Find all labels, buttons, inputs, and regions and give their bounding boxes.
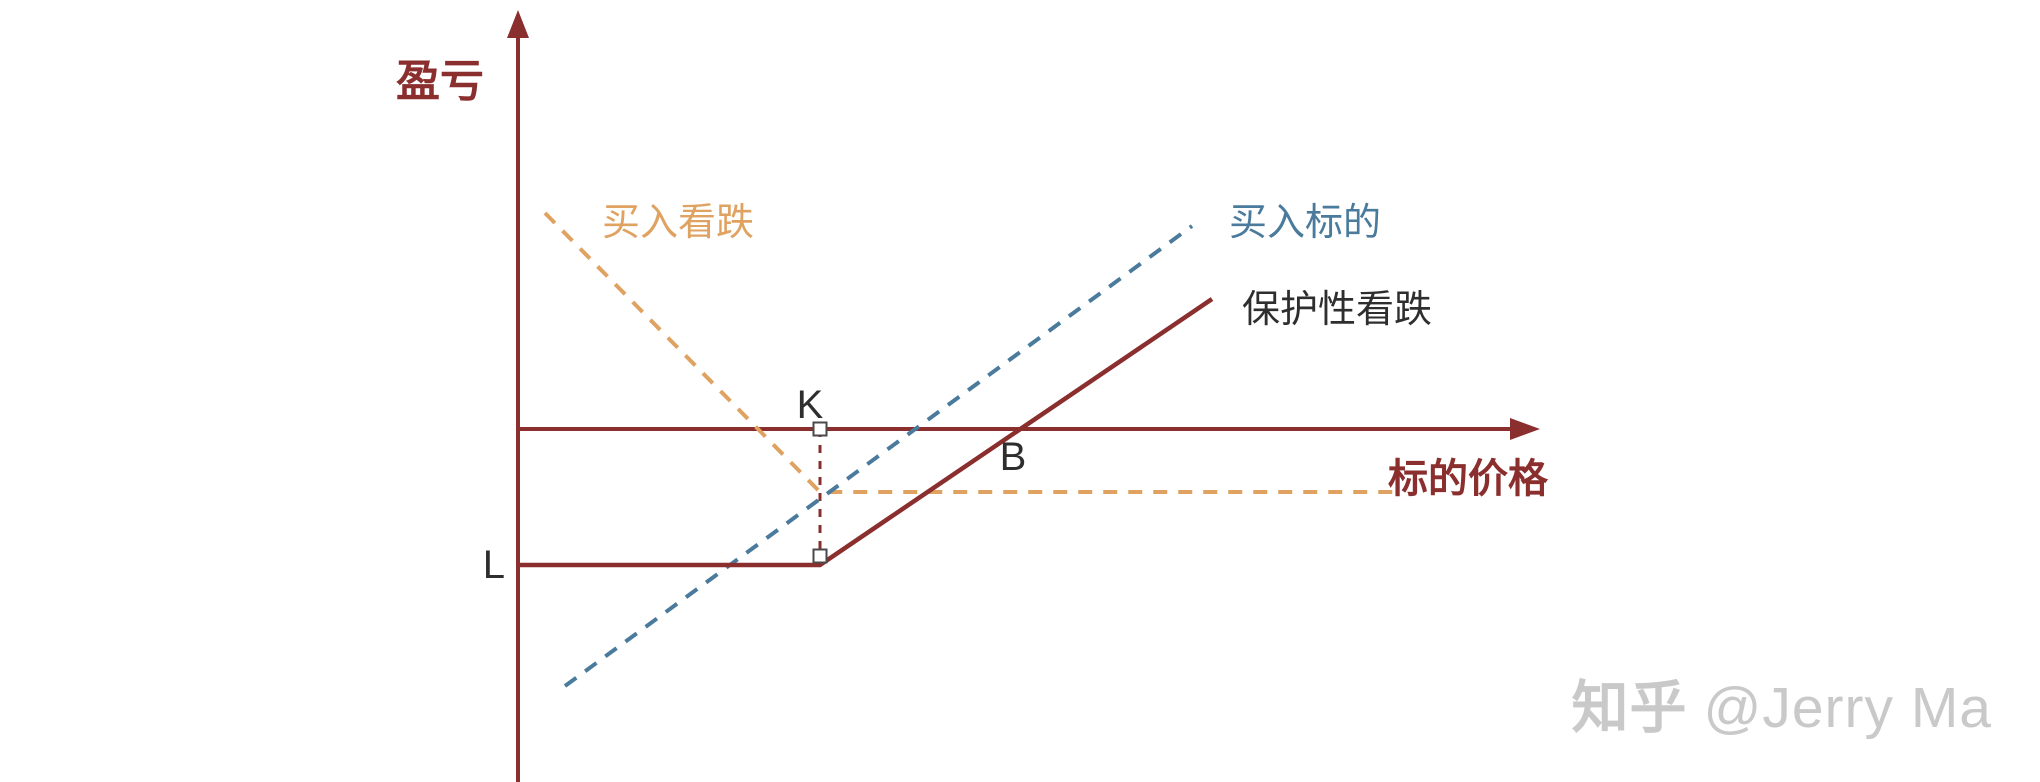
selection-handle-top[interactable] [812,421,828,437]
watermark-handle: @Jerry Ma [1703,676,1992,740]
y-axis-label: 盈亏 [396,57,484,106]
point-label-L: L [483,543,505,587]
buy-put-line [543,211,1396,494]
protective-put-line [520,297,1214,568]
watermark-brand: 知乎 [1571,676,1688,740]
selection-handle-bottom[interactable] [812,548,828,564]
point-label-K: K [797,383,824,427]
series-label-buy-underlying: 买入标的 [1229,202,1381,244]
buy-underlying-line [563,224,1194,688]
series-label-protective-put: 保护性看跌 [1242,289,1432,331]
y-axis-arrow-icon [507,10,529,38]
watermark: 知乎@Jerry Ma [1571,662,1992,744]
point-label-B: B [1000,435,1027,479]
x-axis-arrow-icon [1510,418,1540,440]
series-label-buy-put: 买入看跌 [602,202,754,244]
x-axis-label: 标的价格 [1388,457,1549,501]
